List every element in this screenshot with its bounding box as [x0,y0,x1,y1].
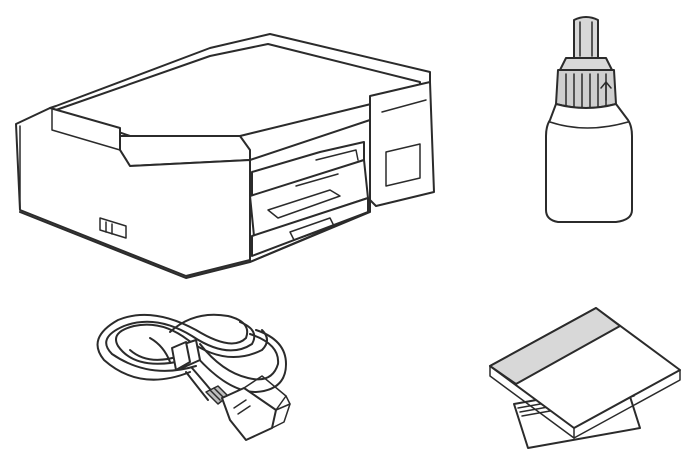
ink-bottle-illustration [545,16,633,223]
documentation-illustration [489,307,681,449]
printer-illustration [15,33,435,279]
power-cord-illustration [96,313,291,441]
